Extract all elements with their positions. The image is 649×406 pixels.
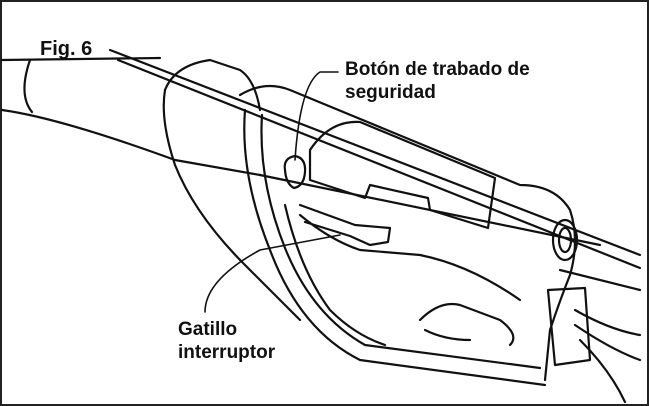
leader-line-safety-lock bbox=[294, 71, 339, 161]
trigger-switch bbox=[298, 203, 392, 247]
power-cable bbox=[418, 302, 642, 404]
leader-lines bbox=[204, 71, 341, 313]
grip-housing bbox=[162, 58, 577, 382]
front-cap bbox=[546, 218, 592, 367]
handle-loop bbox=[243, 108, 547, 387]
safety-lock-label-line2: seguridad bbox=[345, 82, 436, 103]
leader-line-trigger bbox=[204, 234, 341, 313]
safety-lock-button bbox=[283, 154, 307, 190]
safety-lock-label-line1: Botón de trabado de bbox=[345, 59, 530, 80]
trigger-label-line1: Gatillo bbox=[178, 319, 238, 340]
grip-pad bbox=[308, 120, 497, 230]
figure-title: Fig. 6 bbox=[40, 38, 93, 60]
trigger-label-line2: interruptor bbox=[178, 342, 276, 363]
trigger-label: Gatillo interruptor bbox=[178, 318, 275, 364]
safety-lock-label: Botón de trabado de seguridad bbox=[345, 58, 530, 104]
